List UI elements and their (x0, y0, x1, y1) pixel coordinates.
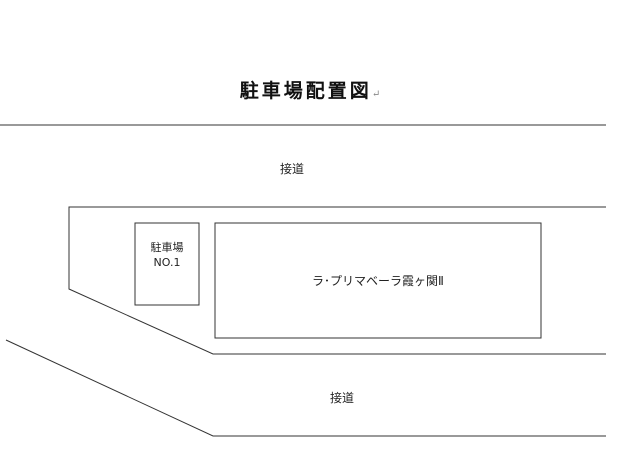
bottom-road-label: 接道 (330, 391, 355, 405)
parking-lot-box (134, 222, 200, 306)
building-label: ラ･プリマベーラ霞ヶ関Ⅱ (312, 274, 444, 288)
site-boundary (68, 206, 606, 355)
paragraph-mark-icon: ↵ (371, 89, 381, 100)
parking-label-line2: NO.1 (153, 256, 181, 269)
parking-label: 駐車場 NO.1 (135, 240, 199, 270)
title-text: 駐車場配置図 (239, 80, 372, 102)
building-box (214, 222, 542, 339)
parking-label-line1: 駐車場 (150, 241, 184, 254)
page-title: 駐車場配置図↵ (0, 76, 620, 103)
top-road-label: 接道 (280, 162, 305, 176)
bottom-road-boundary-line (5, 339, 606, 437)
